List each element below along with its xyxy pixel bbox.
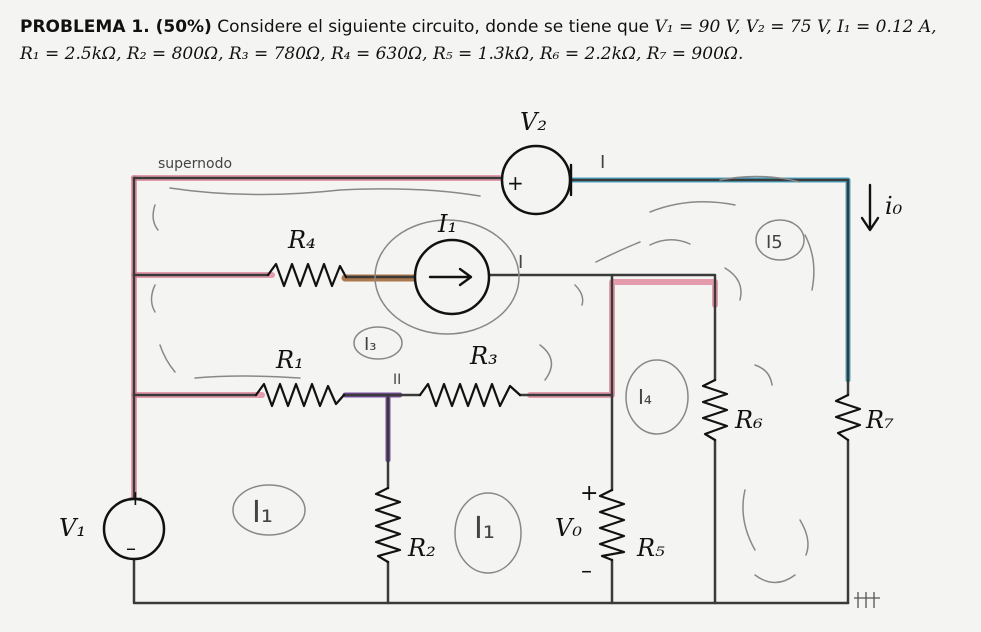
node-mark-mid: I [518, 252, 523, 273]
io-label: i₀ [885, 192, 903, 220]
v2-label: V₂ [520, 108, 547, 136]
pencil-annotations [150, 175, 815, 584]
mesh-i5-note: I5 [766, 232, 783, 253]
r7-resistor [834, 393, 862, 442]
problem-heading: PROBLEMA 1. (50%) [20, 17, 212, 37]
r5-label: R₅ [636, 534, 665, 562]
v1-plus-sign: + [127, 486, 144, 510]
i1-arrow-icon [428, 267, 473, 287]
vo-label: V₀ [555, 514, 582, 542]
i1-label: I₁ [437, 210, 457, 238]
ground-mark [854, 592, 880, 608]
supernode-note: supernodo [158, 156, 232, 172]
v1-label: V₁ [59, 514, 86, 542]
r4-resistor [266, 262, 348, 288]
mesh-i3-note: I₃ [364, 334, 377, 355]
node-ii-highlight [342, 392, 403, 463]
vo-plus-sign: + [580, 481, 598, 506]
io-arrow-icon [860, 183, 880, 232]
problem-intro-text: Considere el siguiente circuito, donde s… [217, 17, 650, 37]
r4-label: R₄ [287, 226, 316, 254]
r6-resistor [701, 378, 729, 442]
r2-label: R₂ [407, 534, 436, 562]
r3-resistor [418, 382, 522, 408]
r1-label: R₁ [275, 346, 304, 374]
mesh-i1-note: I₁ [252, 495, 273, 530]
r7-label: R₇ [865, 406, 894, 434]
v1-source [102, 497, 166, 561]
node-ii-note: II [393, 372, 401, 388]
mesh-i1-note-2: I₁ [474, 511, 495, 546]
node-mark-top: I [600, 152, 605, 173]
circuit-wires [132, 176, 850, 605]
r1-resistor [254, 382, 346, 408]
mesh-i4-note: I₄ [638, 385, 652, 409]
r6-label: R₆ [734, 406, 763, 434]
r3-label: R₃ [469, 342, 498, 370]
r2-resistor [374, 486, 402, 564]
resistor-values: R₁ = 2.5kΩ, R₂ = 800Ω, R₃ = 780Ω, R₄ = 6… [20, 44, 744, 64]
node-highlight-right [527, 279, 718, 398]
source-values: V₁ = 90 V, V₂ = 75 V, I₁ = 0.12 A, [654, 17, 937, 37]
v2-plus-sign: + [507, 171, 524, 195]
v1-minus-sign: – [126, 536, 136, 560]
r5-resistor [598, 488, 626, 562]
problem-line-1: PROBLEMA 1. (50%) Considere el siguiente… [20, 14, 965, 41]
problem-statement: PROBLEMA 1. (50%) Considere el siguiente… [20, 14, 965, 68]
vo-minus-sign: – [581, 559, 592, 584]
